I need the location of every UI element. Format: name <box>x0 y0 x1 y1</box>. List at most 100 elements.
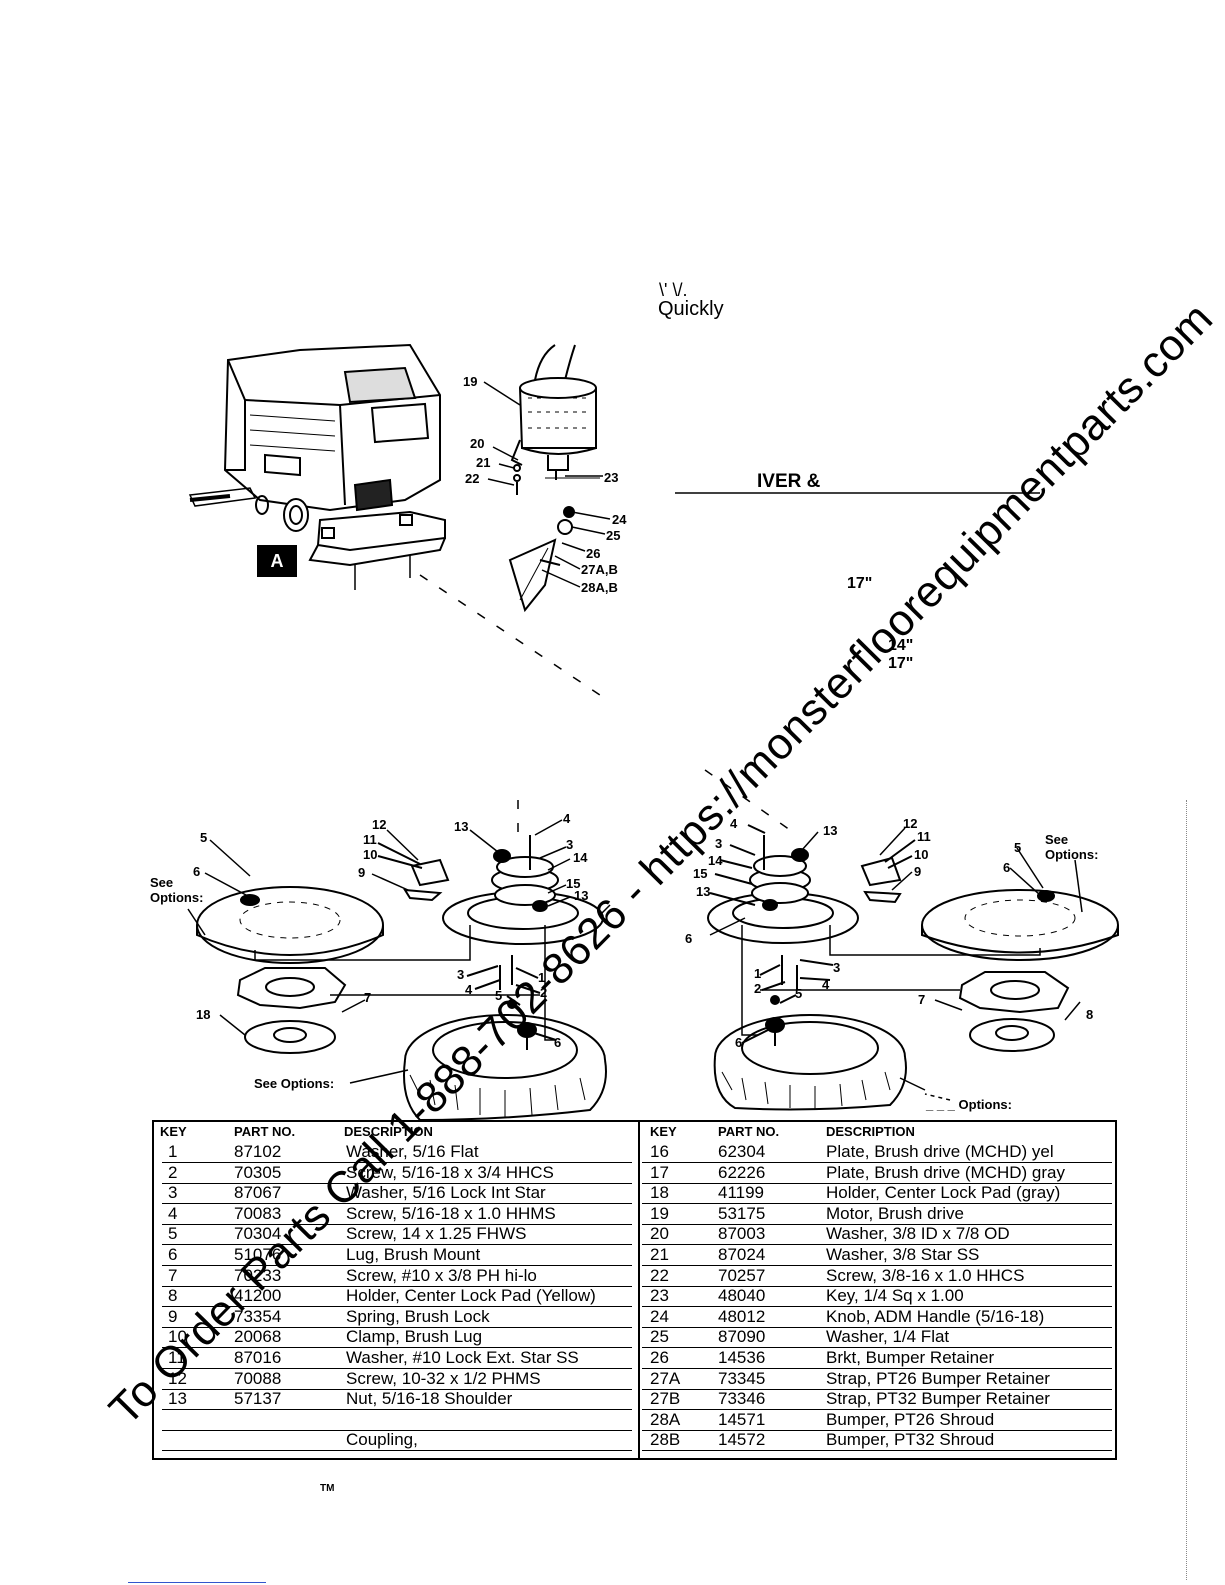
see-options-label: See Options: <box>254 1076 335 1091</box>
callout-right-11: 11 <box>917 829 931 844</box>
callout-22: 22 <box>465 471 480 486</box>
row-divider <box>642 1388 1112 1390</box>
row-divider <box>642 1223 1112 1225</box>
callout-right-3b: 3 <box>833 960 841 975</box>
callout-right-5: 5 <box>1014 840 1022 855</box>
row-divider <box>162 1409 632 1411</box>
row-description: Motor, Brush drive <box>826 1203 964 1223</box>
row-part-number: 14536 <box>718 1348 766 1367</box>
callout-right-13b: 13 <box>696 884 711 899</box>
callout-left-2: 2 <box>540 985 548 1000</box>
row-divider <box>642 1450 1112 1452</box>
bottom-link-underline <box>128 1582 266 1583</box>
row-part-number: 48012 <box>718 1306 766 1326</box>
row-description: Clamp, Brush Lug <box>346 1327 483 1347</box>
row-key: 7 <box>168 1265 178 1285</box>
callout-21: 21 <box>476 455 491 470</box>
row-divider <box>642 1429 1112 1431</box>
row-part-number: 87003 <box>718 1224 766 1244</box>
row-description: Washer, 5/16 Flat <box>346 1142 479 1161</box>
row-description: Strap, PT32 Bumper Retainer <box>826 1389 1050 1409</box>
row-divider <box>162 1450 632 1452</box>
callout-left-3b: 3 <box>457 967 465 982</box>
row-description: Washer, 3/8 ID x 7/8 OD <box>826 1224 1010 1244</box>
see-options-label: See Options: <box>1045 832 1099 862</box>
callout-left-7: 7 <box>364 990 372 1005</box>
row-description: Strap, PT26 Bumper Retainer <box>826 1368 1050 1388</box>
row-key: 4 <box>168 1203 178 1223</box>
row-divider <box>642 1182 1112 1184</box>
row-key: 26 <box>650 1348 669 1367</box>
row-part-number: 73346 <box>718 1389 766 1409</box>
callout-20: 20 <box>470 436 485 451</box>
column-header-key: KEY <box>650 1124 677 1139</box>
row-part-number: 51076 <box>234 1245 282 1264</box>
row-description: Brkt, Bumper Retainer <box>826 1348 995 1367</box>
row-description: Washer, 3/8 Star SS <box>826 1245 980 1264</box>
row-description: Bumper, PT26 Shroud <box>826 1409 995 1429</box>
row-divider <box>162 1162 632 1163</box>
row-part-number: 87067 <box>234 1183 282 1203</box>
callout-left-3: 3 <box>566 837 574 852</box>
row-key: 25 <box>650 1327 669 1347</box>
callout-left-5: 5 <box>200 830 208 845</box>
callout-right-8: 8 <box>1086 1007 1094 1022</box>
callout-right-7: 7 <box>918 992 926 1007</box>
row-description: Screw, 3/8-16 x 1.0 HHCS <box>826 1265 1025 1285</box>
row-part-number: 70304 <box>234 1224 282 1244</box>
trademark-mark: TM <box>320 1483 335 1494</box>
row-description: Screw, 5/16-18 x 3/4 HHCS <box>346 1162 554 1182</box>
row-description: Screw, 14 x 1.25 FHWS <box>346 1224 527 1244</box>
row-description: Nut, 5/16-18 Shoulder <box>346 1389 513 1409</box>
callout-left-12: 12 <box>372 817 387 832</box>
column-header-description: DESCRIPTION <box>344 1124 433 1139</box>
callout-28ab: 28A,B <box>581 580 618 595</box>
row-description: Washer, 5/16 Lock Int Star <box>346 1183 546 1203</box>
row-divider <box>162 1203 632 1205</box>
row-divider <box>642 1368 1112 1369</box>
row-part-number: 87024 <box>718 1245 766 1264</box>
callout-right-15: 15 <box>693 866 708 881</box>
column-header-description: DESCRIPTION <box>826 1124 915 1139</box>
table-row: 26 14536 Brkt, Bumper Retainer <box>640 1348 1115 1369</box>
callout-right-4b: 4 <box>822 977 830 992</box>
column-header-part-no: PART NO. <box>234 1124 296 1139</box>
row-key: 13 <box>168 1389 187 1409</box>
row-key: 1 <box>168 1142 178 1161</box>
row-key: 21 <box>650 1245 669 1264</box>
row-divider <box>642 1326 1112 1328</box>
row-description: Plate, Brush drive (MCHD) gray <box>826 1162 1066 1182</box>
callout-24: 24 <box>612 512 627 527</box>
row-description: Key, 1/4 Sq x 1.00 <box>826 1286 964 1306</box>
row-key: 10 <box>168 1327 187 1347</box>
callout-right-10: 10 <box>914 847 929 862</box>
see-options-label: See Options: <box>150 875 204 905</box>
callout-left-4: 4 <box>563 811 571 826</box>
callout-left-1: 1 <box>538 970 546 985</box>
driver-heading-fragment: IVER & <box>757 471 821 492</box>
row-part-number: 73354 <box>234 1306 282 1326</box>
row-divider <box>162 1182 632 1184</box>
callout-right-9: 9 <box>914 864 922 879</box>
callout-right-6: 6 <box>685 931 693 946</box>
row-key: 22 <box>650 1265 669 1285</box>
row-divider <box>162 1368 632 1369</box>
row-key: 28B <box>650 1430 681 1450</box>
row-divider <box>642 1285 1112 1287</box>
header-marks-fragment: \' \/. <box>659 280 688 300</box>
row-divider <box>162 1429 632 1431</box>
callout-right-4: 4 <box>730 816 738 831</box>
callout-left-18: 18 <box>196 1007 211 1022</box>
row-key: 20 <box>650 1224 669 1244</box>
